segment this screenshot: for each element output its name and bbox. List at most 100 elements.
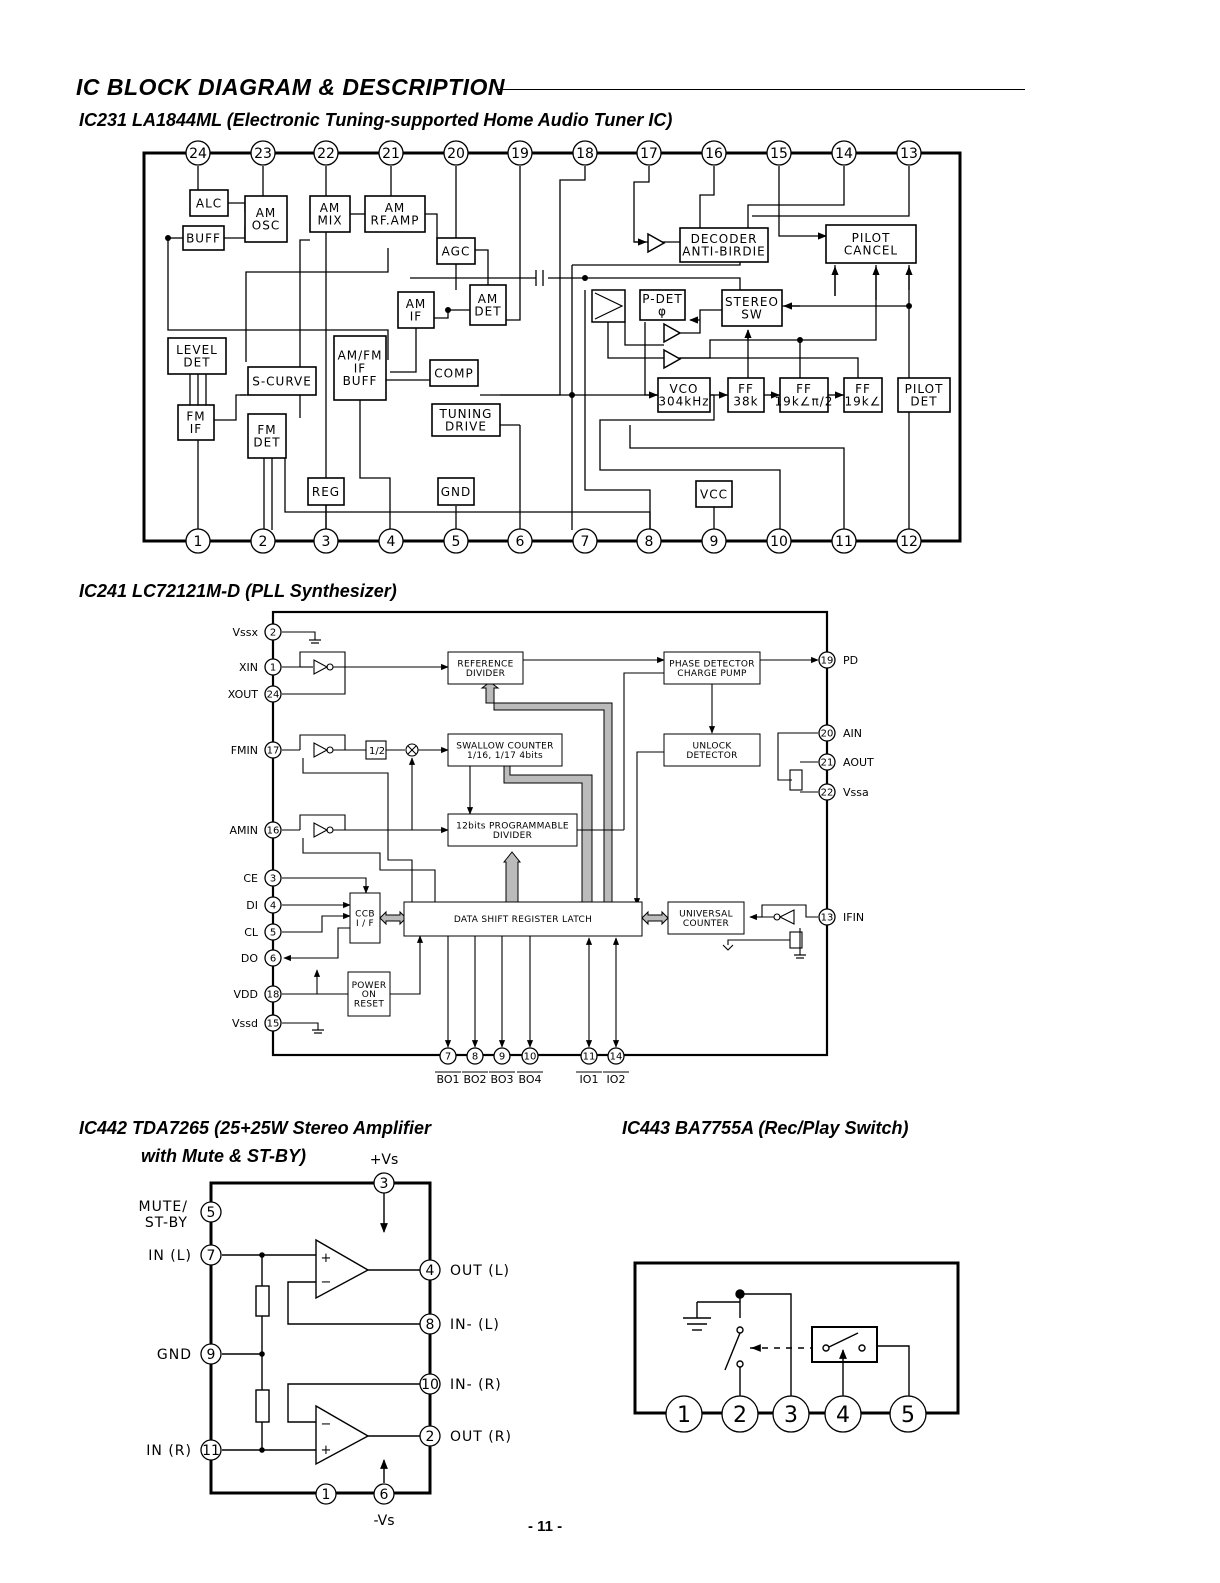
ic442-pin-label-11: IN (R) xyxy=(146,1443,192,1459)
svg-text:10: 10 xyxy=(524,1052,537,1063)
svg-text:5: 5 xyxy=(207,1205,216,1221)
ic241-pin-label-15: Vssd xyxy=(232,1017,258,1030)
svg-text:19: 19 xyxy=(511,146,529,162)
ic241-pin-14: 14 xyxy=(607,1047,625,1065)
ic442-mute-label-1: MUTE/ xyxy=(139,1199,188,1215)
svg-text:5: 5 xyxy=(901,1403,915,1428)
svg-text:DET: DET xyxy=(183,356,210,370)
ic231-pin-7: 7 xyxy=(572,528,598,554)
svg-text:9: 9 xyxy=(499,1052,505,1063)
svg-text:UNLOCK: UNLOCK xyxy=(692,742,732,752)
ic231-pin-13: 13 xyxy=(896,140,922,166)
ic241-diagram: 1/2 xyxy=(271,610,829,1057)
ic231-pin-19: 19 xyxy=(507,140,533,166)
svg-text:6: 6 xyxy=(380,1487,389,1503)
ic241-pin-label-9: BO3 xyxy=(490,1073,513,1086)
svg-text:AM: AM xyxy=(478,292,499,306)
switch-blade-left xyxy=(724,1332,741,1371)
svg-text:21: 21 xyxy=(821,758,834,769)
svg-text:12bits PROGRAMMABLE: 12bits PROGRAMMABLE xyxy=(456,822,569,832)
svg-text:8: 8 xyxy=(426,1317,435,1333)
svg-text:5: 5 xyxy=(452,534,461,550)
svg-text:4: 4 xyxy=(426,1263,435,1279)
ic241-pin-13: 13 xyxy=(818,908,836,926)
ic442-pin-label-8: IN- (L) xyxy=(450,1317,500,1333)
svg-text:1: 1 xyxy=(194,534,203,550)
ic241-pin-label-10: BO4 xyxy=(518,1073,541,1086)
svg-text:COMP: COMP xyxy=(434,366,473,380)
svg-text:11: 11 xyxy=(583,1052,596,1063)
svg-text:COUNTER: COUNTER xyxy=(683,919,729,929)
ic442-pin-7: 7 xyxy=(200,1244,222,1266)
svg-text:GND: GND xyxy=(441,485,472,499)
svg-text:LEVEL: LEVEL xyxy=(176,343,218,357)
ic442-vs-plus: +Vs xyxy=(370,1152,399,1168)
ic241-pin-21: 21 xyxy=(818,753,836,771)
svg-text:RESET: RESET xyxy=(354,1000,385,1010)
svg-text:16: 16 xyxy=(705,146,723,162)
svg-text:AM: AM xyxy=(320,201,341,215)
ic442-pin-8: 8 xyxy=(419,1313,441,1335)
ic241-pin-4: 4 xyxy=(264,896,282,914)
svg-text:ON: ON xyxy=(362,990,376,1000)
ic241-pin-label-8: BO2 xyxy=(463,1073,486,1086)
svg-text:1: 1 xyxy=(270,663,276,674)
ic442-pin-6: 6 xyxy=(373,1483,395,1505)
svg-text:P-DET: P-DET xyxy=(642,292,682,306)
ic231-pin-4: 4 xyxy=(378,528,404,554)
ic231-pin-14: 14 xyxy=(831,140,857,166)
svg-text:7: 7 xyxy=(445,1052,451,1063)
title-rule xyxy=(497,89,1025,90)
ic231-block-vcc: VCC xyxy=(695,480,733,508)
ic241-pin-16: 16 xyxy=(264,821,282,839)
svg-text:CCB: CCB xyxy=(355,910,375,920)
svg-text:2: 2 xyxy=(426,1429,435,1445)
ic241-pin-label-2: Vssx xyxy=(233,626,259,639)
svg-text:STEREO: STEREO xyxy=(725,295,779,309)
ic231-decoder-buffer xyxy=(647,232,666,254)
ic442-pin-9: 9 xyxy=(200,1343,222,1365)
svg-text:DECODER: DECODER xyxy=(691,232,758,246)
svg-text:OSC: OSC xyxy=(252,219,280,233)
svg-text:24: 24 xyxy=(189,146,207,162)
ic442-pin-4: 4 xyxy=(419,1259,441,1281)
ic442-pin-label-10: IN- (R) xyxy=(450,1377,502,1393)
ic443-pin-5: 5 xyxy=(889,1395,927,1433)
svg-text:14: 14 xyxy=(835,146,853,162)
ic231-pin-10: 10 xyxy=(766,528,792,554)
bus-ccb xyxy=(379,910,407,926)
ic231-pin-21: 21 xyxy=(378,140,404,166)
svg-text:14: 14 xyxy=(610,1052,623,1063)
svg-text:11: 11 xyxy=(835,534,853,550)
svg-text:SWALLOW COUNTER: SWALLOW COUNTER xyxy=(456,742,553,752)
svg-text:2: 2 xyxy=(270,628,276,639)
svg-text:TUNING: TUNING xyxy=(439,407,493,421)
svg-text:BUFF: BUFF xyxy=(343,374,378,388)
ic231-pin-22: 22 xyxy=(313,140,339,166)
svg-text:AM: AM xyxy=(256,206,277,220)
svg-text:38k: 38k xyxy=(733,395,758,409)
svg-text:4: 4 xyxy=(836,1403,850,1428)
ic231-pin-1: 1 xyxy=(185,528,211,554)
ic241-pin-label-24: XOUT xyxy=(228,688,259,701)
ic241-pin-label-14: IO2 xyxy=(607,1073,626,1086)
ic231-block-agc: AGC xyxy=(436,237,476,265)
ic241-pin-20: 20 xyxy=(818,724,836,742)
ic241-pin-label-7: BO1 xyxy=(436,1073,459,1086)
ic241-pin-label-3: CE xyxy=(243,872,258,885)
svg-text:IF: IF xyxy=(190,422,202,436)
ic231-blocks: ALCAMOSCBUFFAMMIXAMRF.AMPAGCAMIFAMDETDEC… xyxy=(167,189,951,508)
svg-text:IF: IF xyxy=(410,310,422,324)
